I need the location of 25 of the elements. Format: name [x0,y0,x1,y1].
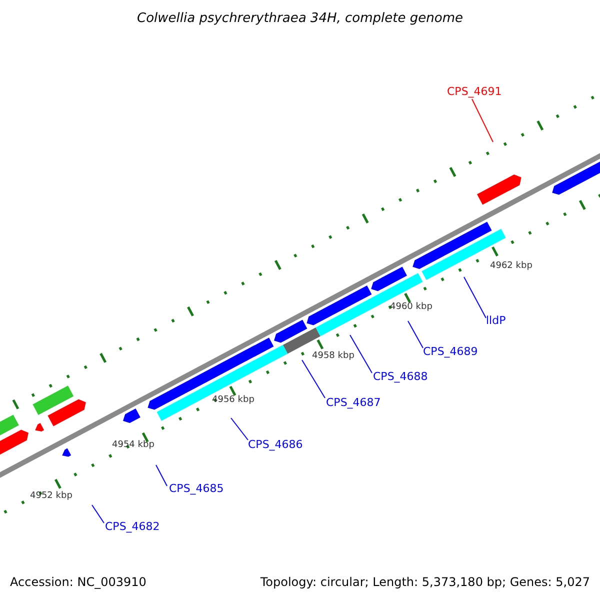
leader-line [302,360,326,398]
leader-line [408,320,424,348]
gene-label: CPS_4685 [169,483,224,494]
leader-line [92,504,104,524]
footer-text: Topology: circular; Length: 5,373,180 bp; Genes: 5,027 [260,576,590,588]
gene-label: lldP [486,315,506,326]
gene-label: CPS_4691 [447,86,502,97]
leader-line [350,334,372,374]
scale-label: 4954 kbp [112,441,154,450]
gene-label: CPS_4689 [423,346,478,357]
gene-label: CPS_4686 [248,439,303,450]
footer-text: Accession: NC_003910 [10,576,146,588]
scale-label: 4956 kbp [212,396,254,405]
scale-label: 4960 kbp [390,303,432,312]
scale-label: 4952 kbp [30,492,72,501]
scale-label: 4962 kbp [490,262,532,271]
gene-label: CPS_4682 [105,521,160,532]
leader-line [230,418,248,440]
leader-line [472,98,494,142]
leader-line [156,464,168,486]
diagram-title: Colwellia psychrerythraea 34H, complete genome [136,12,464,25]
scale-label: 4958 kbp [312,352,354,361]
gene-label: CPS_4688 [373,371,428,382]
gene-label: CPS_4687 [326,397,381,408]
leader-line [464,276,486,318]
